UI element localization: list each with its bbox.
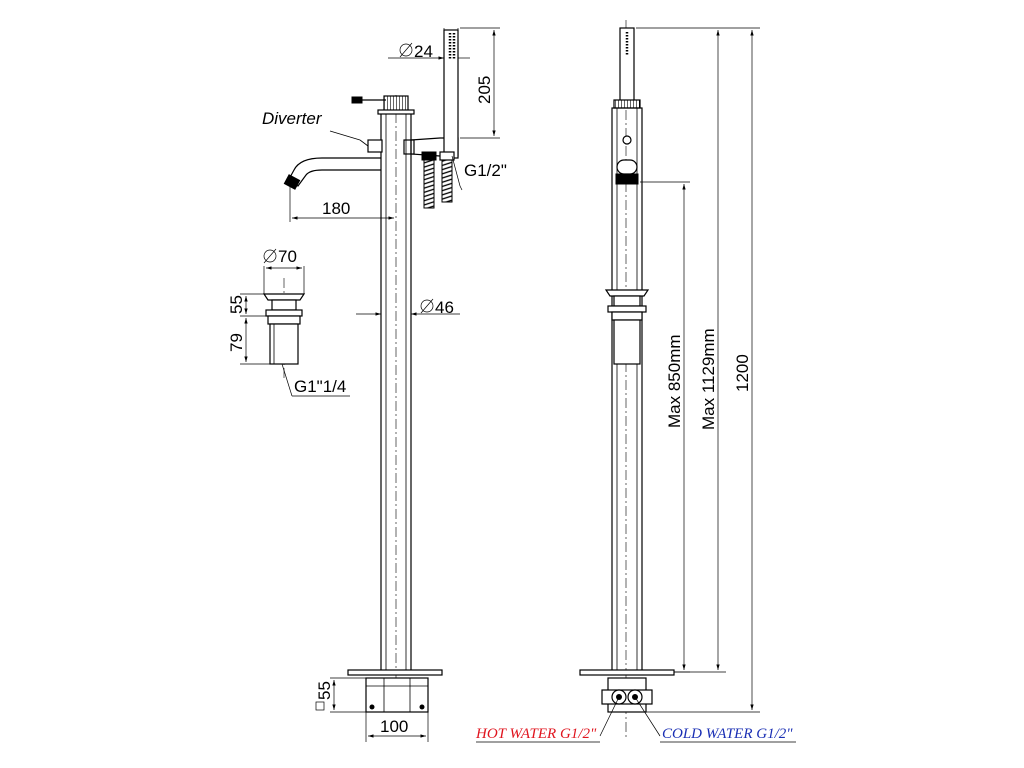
height-205-label: 205: [475, 76, 494, 104]
drain-thread-label: G1"1/4: [294, 377, 346, 396]
cold-water-label: COLD WATER G1/2": [662, 726, 793, 742]
drain-height-55-label: 55: [227, 295, 246, 314]
diverter-knob: [367, 139, 383, 153]
hot-water-label: HOT WATER G1/2": [475, 726, 597, 742]
drain-diameter-label: 70: [278, 247, 297, 266]
total-height-label: 1200: [733, 354, 752, 392]
side-diverter: [622, 135, 632, 145]
square-symbol: [315, 701, 325, 711]
spout: [287, 157, 381, 187]
side-column: [611, 107, 643, 673]
hose-left: [423, 159, 435, 209]
base-width-label: 100: [380, 717, 408, 736]
hose-thread-label: G1/2": [464, 161, 507, 180]
shower-nozzles: [448, 33, 456, 60]
drain-detail: [262, 278, 306, 380]
hose-right: [441, 159, 453, 203]
diverter-label: Diverter: [262, 109, 323, 128]
side-floor-flange: [579, 669, 675, 676]
side-view: Max 850mm Max 1129mm 1200 HOT WATER G1/2…: [475, 20, 796, 743]
side-drain: [604, 289, 650, 365]
drain-height-79-label: 79: [227, 333, 246, 352]
diameter-24-label: 24: [414, 42, 433, 61]
diameter-46-label: 46: [435, 298, 454, 317]
floor-flange: [347, 669, 443, 676]
max-850-label: Max 850mm: [665, 334, 684, 428]
max-1129-label: Max 1129mm: [699, 328, 718, 430]
base-height-label: 55: [315, 681, 334, 700]
front-view: 24 205 Diverter G1/2" 180 46: [227, 27, 507, 742]
base-block: [365, 677, 429, 713]
spout-length-label: 180: [322, 199, 350, 218]
spout-outlet: [615, 173, 639, 185]
